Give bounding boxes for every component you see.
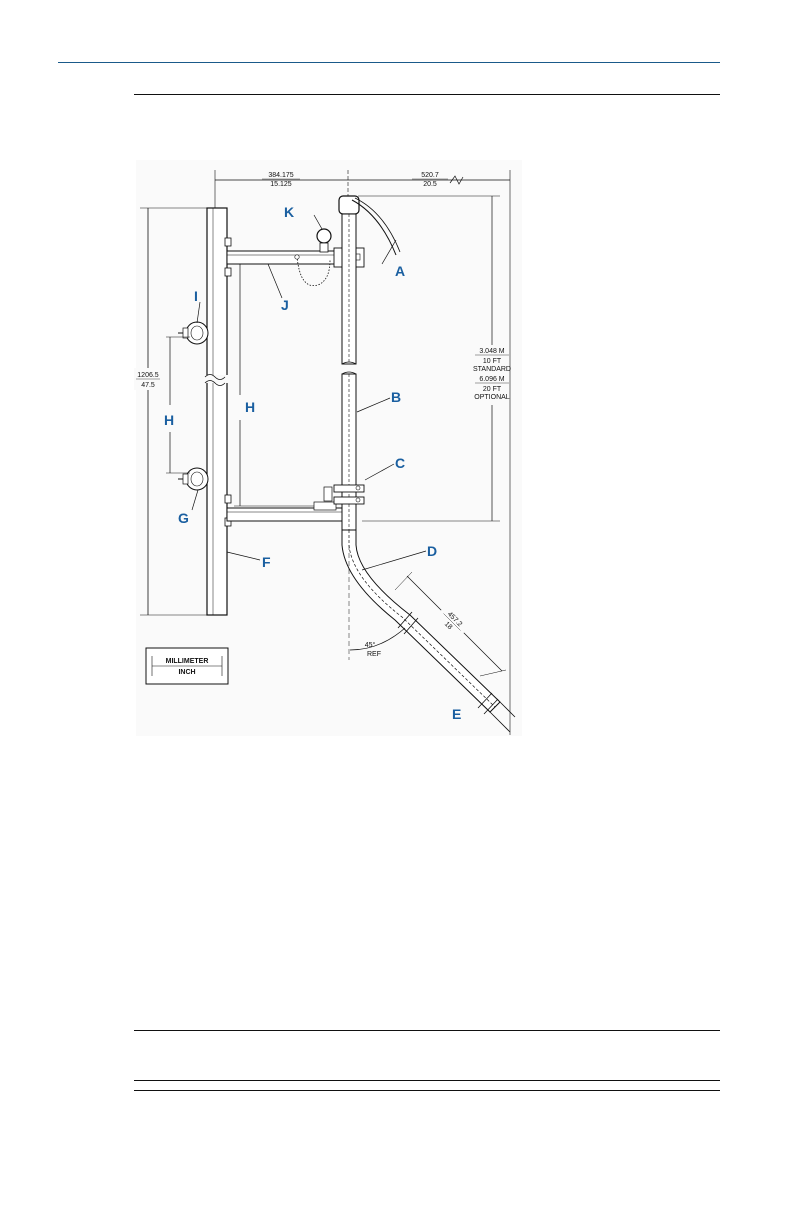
callout-d: D <box>427 543 437 559</box>
dim-top-right-mm: 520.7 <box>421 172 439 179</box>
dim-tube-std-ft: 10 FT <box>483 358 502 365</box>
main-pipe <box>339 196 359 530</box>
dim-angle: 45° <box>365 641 376 649</box>
dim-tube-std-mm: 3.048 M <box>479 348 504 355</box>
callout-c: C <box>395 455 405 471</box>
legend-inch: INCH <box>178 669 195 676</box>
dim-top-left-in: 15.125 <box>270 181 292 188</box>
callout-b: B <box>391 389 401 405</box>
mounting-plate <box>203 208 231 615</box>
dim-tube-opt-mm: 6.096 M <box>479 376 504 383</box>
callout-e: E <box>452 706 461 722</box>
dim-top-right-in: 20.5 <box>423 181 437 188</box>
callout-i: I <box>194 288 198 304</box>
callout-h-mid: H <box>245 399 255 415</box>
callout-k: K <box>284 204 294 220</box>
dim-top-left-mm: 384.175 <box>268 172 293 179</box>
legend-mm: MILLIMETER <box>166 658 209 665</box>
callout-g: G <box>178 510 189 526</box>
callout-f: F <box>262 554 271 570</box>
dim-height-mm: 1206.5 <box>137 372 159 379</box>
units-legend: MILLIMETER INCH <box>146 648 228 684</box>
dim-tube-opt-label: OPTIONAL <box>474 394 510 401</box>
callout-j: J <box>281 297 289 313</box>
callout-a: A <box>395 263 405 279</box>
dim-height-in: 47.5 <box>141 382 155 389</box>
dim-tube-std-label: STANDARD <box>473 366 511 373</box>
dim-tube-opt-ft: 20 FT <box>483 386 502 393</box>
callout-h-left: H <box>164 412 174 428</box>
dim-angle-ref: REF <box>367 651 381 658</box>
